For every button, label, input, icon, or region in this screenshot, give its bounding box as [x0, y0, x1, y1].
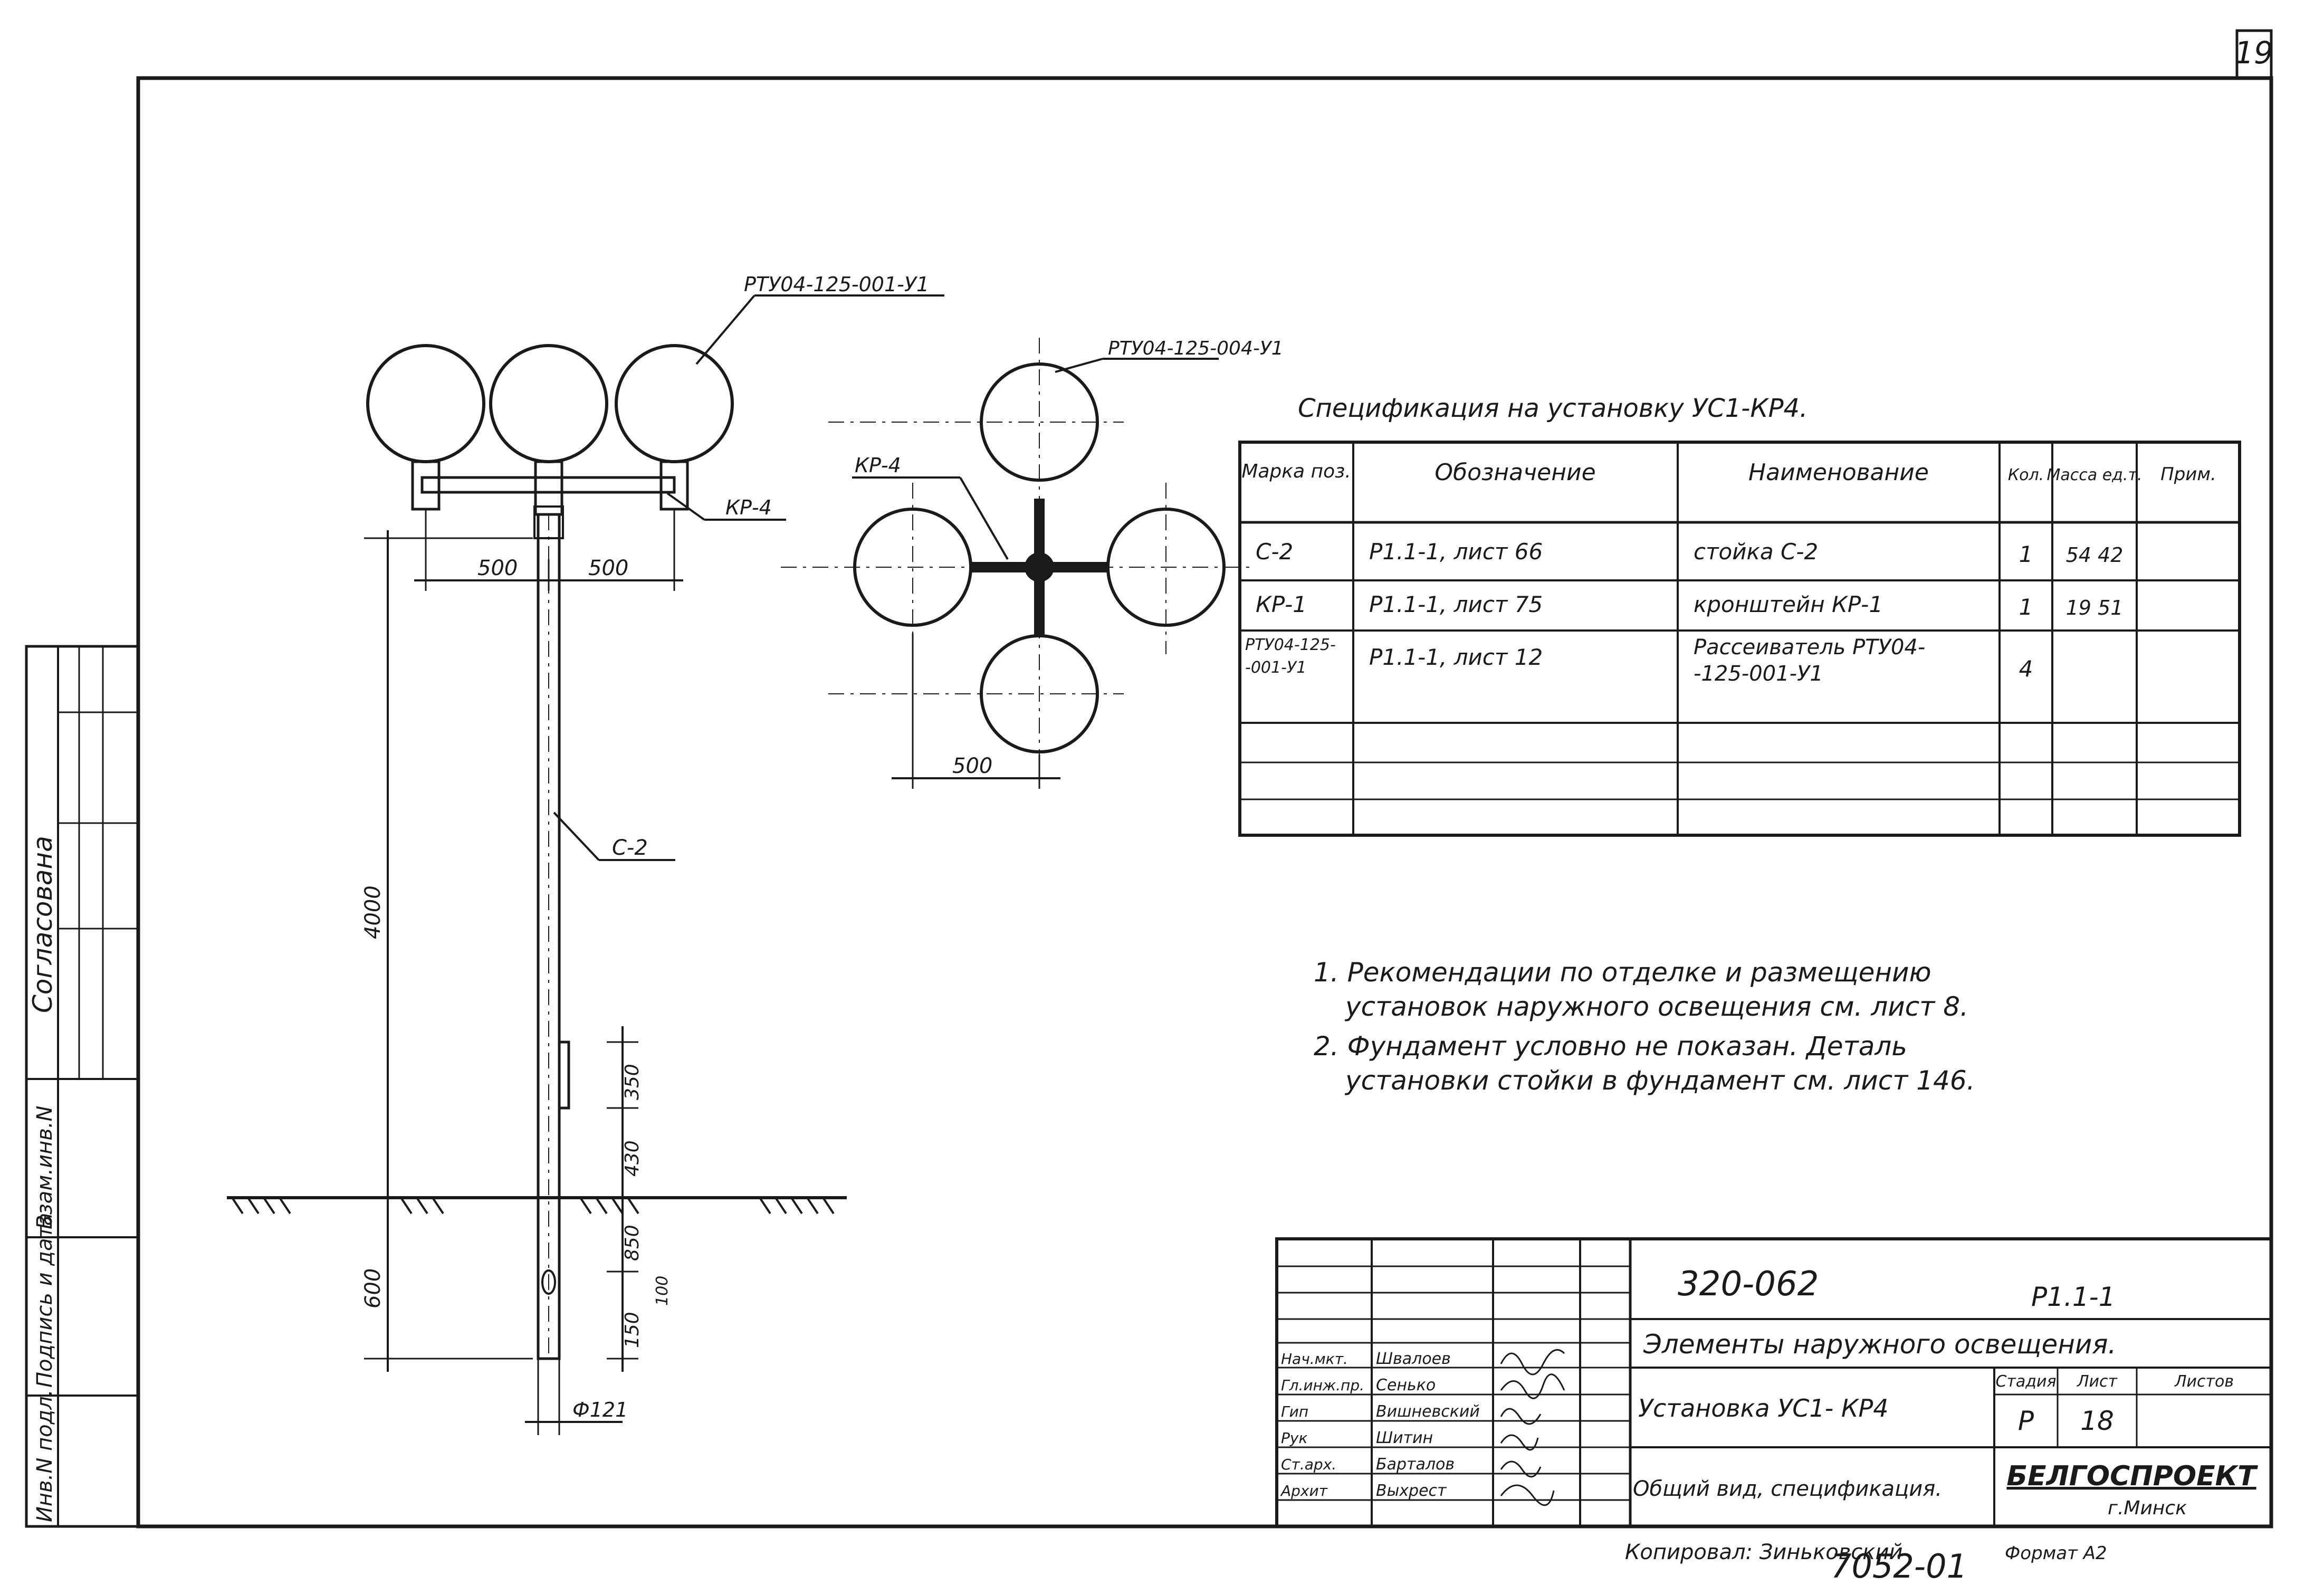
name-6: Выхрест	[1376, 1482, 1447, 1500]
plan-lamp-callout: РТУ04-125-004-У1	[1108, 338, 1284, 359]
pole-callout: С-2	[612, 836, 648, 860]
row1-mass: 54 42	[2066, 543, 2124, 567]
doc-code: Р1.1-1	[2031, 1282, 2116, 1312]
role-2: Гл.инж.пр.	[1281, 1377, 1364, 1394]
note-2-line2: установки стойки в фундамент см. лист 14…	[1344, 1065, 1975, 1096]
name-5: Барталов	[1376, 1455, 1455, 1474]
globe-left	[366, 344, 485, 463]
row3-name-line1: Рассеиватель РТУ04-	[1694, 635, 1925, 660]
archive-number: 7052-01	[1831, 1547, 1967, 1586]
drawing-title: Элементы наружного освещения.	[1643, 1329, 2116, 1360]
role-4: Рук	[1281, 1429, 1307, 1447]
header-name: Наименование	[1748, 459, 1929, 486]
header-mass: Масса ед.т.	[2047, 466, 2143, 484]
signature-6	[1500, 1484, 1555, 1506]
stage-label: Стадия	[1995, 1372, 2056, 1391]
org-name: БЕЛГОСПРОЕКТ	[2006, 1460, 2258, 1492]
note-2-line1: 2. Фундамент условно не показан. Деталь	[1314, 1031, 1907, 1062]
project-code: 320-062	[1678, 1265, 1819, 1304]
signature-5	[1500, 1460, 1542, 1478]
header-qty: Кол.	[2008, 466, 2044, 484]
name-3: Вишневский	[1376, 1402, 1480, 1421]
globe-right	[615, 344, 734, 463]
row1-name: стойка С-2	[1694, 539, 1818, 565]
sheet-frame: 19	[136, 29, 2273, 1529]
sheet-value: 18	[2080, 1406, 2114, 1436]
signature-2	[1500, 1373, 1565, 1399]
dim-4000: 4000	[361, 885, 385, 939]
footer: Копировал: Зиньковский 7052-01 Формат А2	[1625, 1540, 2107, 1586]
spec-table: Спецификация на установку УС1-КР4. Марка…	[1238, 394, 2241, 837]
bracket-callout: КР-4	[725, 496, 772, 519]
name-2: Сенько	[1376, 1376, 1436, 1395]
role-3: Гип	[1281, 1403, 1308, 1420]
role-6: Архит	[1280, 1482, 1328, 1500]
dim-150: 150	[621, 1312, 643, 1348]
note-1-line2: установок наружного освещения см. лист 8…	[1344, 991, 1968, 1022]
plan-dim-500: 500	[952, 754, 992, 778]
row2-qty: 1	[2019, 594, 2033, 620]
header-mark: Марка поз.	[1241, 461, 1351, 482]
header-designation: Обозначение	[1434, 459, 1595, 486]
dim-350: 350	[621, 1064, 643, 1100]
dim-430: 430	[621, 1140, 643, 1177]
stage-value: Р	[2018, 1406, 2034, 1436]
sheet-description: Общий вид, спецификация.	[1633, 1477, 1942, 1501]
signature-date-label: Подпись и дата	[33, 1213, 57, 1388]
approval-label: Согласована	[27, 836, 58, 1013]
dim-500-right: 500	[588, 556, 628, 580]
page-number: 19	[2234, 35, 2273, 71]
title-block: Нач.мкт. Швалоев Гл.инж.пр. Сенько Гип В…	[1275, 1237, 2273, 1528]
row2-mark: КР-1	[1256, 591, 1307, 617]
row1-qty: 1	[2019, 541, 2033, 567]
row3-designation: Р1.1-1, лист 12	[1369, 644, 1543, 670]
row3-name-line2: -125-001-У1	[1694, 662, 1823, 686]
header-note: Прим.	[2160, 464, 2216, 485]
name-4: Шитин	[1376, 1429, 1433, 1447]
note-1-line1: 1. Рекомендации по отделке и размещению	[1314, 957, 1931, 988]
signature-4	[1500, 1434, 1539, 1451]
dim-100: 100	[653, 1276, 672, 1306]
row3-qty: 4	[2019, 656, 2033, 682]
row3-mark-line1: РТУ04-125-	[1245, 636, 1336, 654]
org-city: г.Минск	[2108, 1497, 2187, 1519]
copied-by: Копировал: Зиньковский	[1625, 1540, 1902, 1564]
elevation-view: РТУ04-125-001-У1 КР-4 С-2 500 500 4000 6…	[227, 273, 944, 1435]
dim-850: 850	[621, 1225, 643, 1261]
role-1: Нач.мкт.	[1281, 1350, 1348, 1368]
spec-title: Спецификация на установку УС1-КР4.	[1298, 394, 1807, 423]
dim-diameter: Ф121	[572, 1398, 628, 1421]
row2-mass: 19 51	[2066, 596, 2124, 619]
signature-3	[1500, 1408, 1542, 1425]
plan-view: РТУ04-125-004-У1 КР-4 500	[781, 338, 1284, 789]
globe-center	[489, 344, 608, 463]
sheet-label: Лист	[2077, 1372, 2118, 1391]
role-5: Ст.арх.	[1281, 1456, 1336, 1473]
drawing-subtitle: Установка УС1- КР4	[1638, 1394, 1889, 1422]
format-label: Формат А2	[2005, 1543, 2107, 1564]
name-1: Швалоев	[1376, 1350, 1451, 1368]
signature-1	[1500, 1349, 1565, 1376]
row2-designation: Р1.1-1, лист 75	[1369, 591, 1543, 617]
lamp-callout: РТУ04-125-001-У1	[744, 273, 929, 296]
row3-mark-line2: -001-У1	[1245, 658, 1306, 677]
sheets-label: Листов	[2174, 1372, 2234, 1391]
row1-designation: Р1.1-1, лист 66	[1369, 539, 1543, 565]
left-strip: Согласована Взам.инв.N Подпись и дата Ин…	[25, 645, 140, 1528]
dim-600: 600	[361, 1268, 385, 1309]
original-inv-label: Инв.N подл.	[33, 1389, 57, 1522]
row2-name: кронштейн КР-1	[1694, 591, 1883, 617]
plan-bracket-callout: КР-4	[855, 454, 901, 477]
bracket-arm	[420, 476, 676, 494]
dim-500-left: 500	[477, 556, 518, 580]
replacement-inv-label: Взам.инв.N	[33, 1106, 57, 1229]
notes: 1. Рекомендации по отделке и размещению …	[1314, 957, 1975, 1096]
row1-mark: С-2	[1256, 539, 1293, 565]
